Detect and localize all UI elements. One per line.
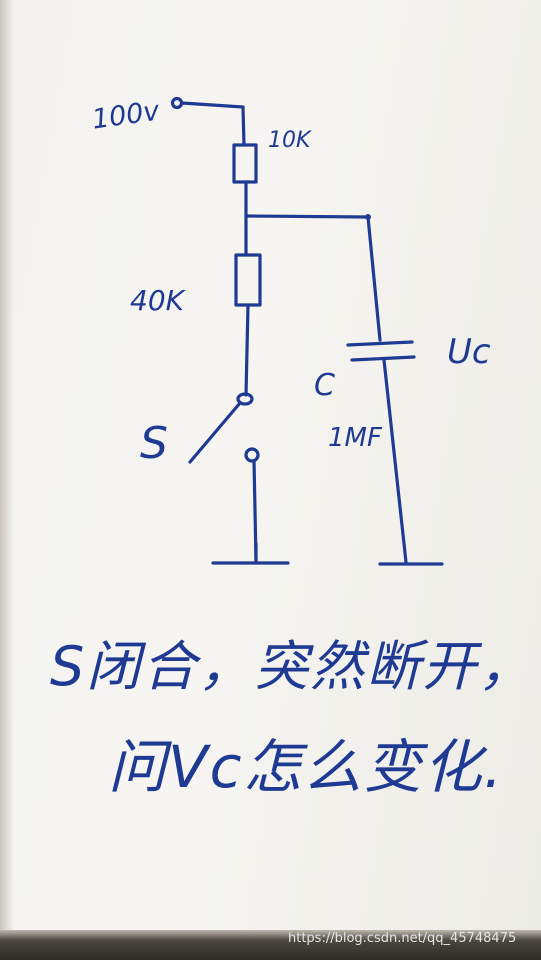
page-bottom-edge — [0, 930, 541, 960]
switch-label: S — [140, 418, 168, 469]
source-terminal — [170, 96, 184, 110]
switch-bottom-contact — [244, 447, 260, 463]
question-line-2: 问Vc怎么变化. — [108, 733, 505, 801]
switch-top-contact — [236, 392, 254, 406]
capacitor-top-plate — [346, 340, 414, 347]
resistor-10k — [232, 143, 258, 184]
wire-cap-to-ground — [382, 358, 408, 564]
resistor-40k — [234, 253, 262, 307]
ground-line — [211, 561, 444, 566]
switch-blade — [188, 401, 242, 464]
page-left-shadow — [0, 0, 14, 960]
resistor-40k-label: 40K — [130, 284, 184, 317]
capacitor-voltage-label: Uc — [447, 332, 491, 372]
resistor-10k-label: 10K — [268, 128, 311, 153]
watermark-text: https://blog.csdn.net/qq_45748475 — [288, 931, 517, 946]
question-line-1: S闭合，突然断开， — [50, 635, 535, 698]
wire-source-to-r1 — [180, 101, 246, 147]
capacitor-bottom-plate — [350, 355, 416, 362]
wire-r2-to-switch — [244, 303, 250, 397]
capacitor-name-label: C — [314, 368, 335, 403]
capacitor-value-label: 1MF — [328, 423, 382, 453]
wire-node-to-cap — [244, 214, 382, 342]
junction-dot — [365, 214, 371, 220]
